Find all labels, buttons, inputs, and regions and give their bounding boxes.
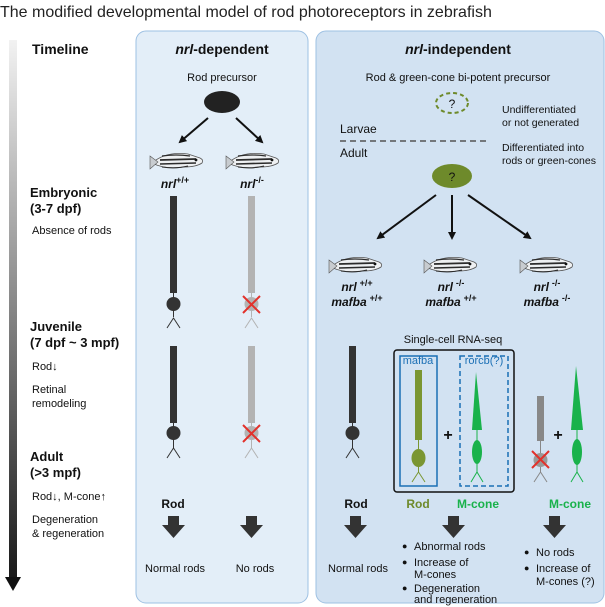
plus-sign-right: + — [553, 427, 562, 444]
genotype-fish1-nrl: nrl+/+ — [341, 278, 372, 294]
stage-adult-note-1: Rod↓, M-cone↑ — [32, 491, 106, 503]
mcone-cell-in-box — [470, 372, 484, 483]
bipotent-precursor-larvae — [435, 92, 469, 114]
cross-mark — [242, 295, 261, 314]
stage-juvenile-note-3: remodeling — [32, 398, 86, 410]
outcome-normal-rods: Normal rods — [145, 563, 205, 575]
genotype-fish2-nrl: nrl-/- — [438, 278, 465, 294]
arrow-to-fish-3 — [467, 194, 532, 240]
label-rod-dependent: Rod — [161, 497, 184, 511]
arrow-to-fish-1 — [376, 194, 437, 240]
rod-cell-independent-wt — [345, 346, 360, 459]
outcome-middle-2: Increase of — [414, 557, 469, 569]
timeline-heading: Timeline — [32, 41, 89, 57]
cross-mark — [531, 450, 550, 469]
outcome-right-2: Increase of — [536, 563, 591, 575]
bullet-4: ● — [524, 547, 529, 557]
stage-embryonic-range: (3-7 dpf) — [30, 201, 81, 216]
adult-note-2: rods or green-cones — [502, 155, 596, 167]
mcone-cell-double-ko — [570, 366, 584, 483]
cross-mark — [242, 424, 261, 443]
figure-title: The modified developmental model of rod … — [0, 4, 492, 21]
timeline-bar — [9, 40, 17, 577]
arrow-to-wt-fish — [178, 117, 209, 144]
stage-adult-range: (>3 mpf) — [30, 465, 81, 480]
question-mark-larvae: ? — [449, 97, 456, 111]
dependent-header: nrl-dependent — [175, 41, 269, 57]
outcome-middle-5: and regeneration — [414, 594, 497, 606]
mafba-label: mafba — [403, 355, 434, 367]
stage-embryonic-note: Absence of rods — [32, 225, 112, 237]
label-rod-independent-wt: Rod — [344, 497, 367, 511]
genotype-nrl-ko: nrl-/- — [240, 175, 264, 191]
mafba-box — [399, 355, 438, 487]
timeline-arrowhead — [5, 577, 21, 591]
stage-embryonic-name: Embryonic — [30, 185, 97, 200]
panel-nrl-independent — [315, 30, 605, 604]
bipotent-precursor-adult — [432, 164, 472, 188]
rod-cell-ko-juvenile — [242, 346, 261, 459]
stage-juvenile-name: Juvenile — [30, 319, 82, 334]
bullet-2: ● — [402, 557, 407, 567]
outcome-middle-4: Degeneration — [414, 583, 480, 595]
stage-juvenile-range: (7 dpf ~ 3 mpf) — [30, 335, 119, 350]
larvae-note-1: Undifferentiated — [502, 104, 576, 116]
rod-cell-green — [411, 370, 426, 483]
rod-precursor-label: Rod precursor — [187, 72, 257, 84]
bullet-1: ● — [402, 541, 407, 551]
stage-juvenile-note-2: Retinal — [32, 384, 66, 396]
larvae-label: Larvae — [340, 122, 377, 136]
genotype-fish3-mafba: mafba-/- — [524, 293, 571, 309]
down-arrow-independent-2 — [442, 516, 465, 538]
down-arrow-independent-3 — [543, 516, 566, 538]
rod-cell-ko-embryonic — [242, 196, 261, 329]
label-mcone-middle: M-cone — [457, 497, 499, 511]
stage-adult-note-2: Degeneration — [32, 514, 98, 526]
rorcb-label: rorcb(?) — [465, 355, 504, 367]
bullet-5: ● — [524, 563, 529, 573]
outcome-no-rods: No rods — [236, 563, 275, 575]
rod-cell-wt-juvenile — [166, 346, 181, 459]
independent-header: nrl-independent — [405, 41, 511, 57]
panel-nrl-dependent — [135, 30, 309, 604]
label-mcone-right: M-cone — [549, 497, 591, 511]
question-mark-adult: ? — [449, 170, 456, 184]
genotype-fish1-mafba: mafba+/+ — [331, 293, 382, 309]
rorcb-box — [459, 355, 509, 487]
bullet-3: ● — [402, 583, 407, 593]
genotype-fish2-mafba: mafba+/+ — [425, 293, 476, 309]
stage-adult-note-3: & regeneration — [32, 528, 104, 540]
bipotent-precursor-label: Rod & green-cone bi-potent precursor — [366, 72, 551, 84]
arrow-to-ko-fish — [235, 117, 264, 144]
stage-juvenile-note-1: Rod↓ — [32, 361, 58, 373]
adult-label: Adult — [340, 146, 368, 160]
plus-sign-middle: + — [443, 427, 452, 444]
down-arrow-dependent-2 — [240, 516, 263, 538]
down-arrow-dependent-1 — [162, 516, 185, 538]
rod-cell-wt-embryonic — [166, 196, 181, 329]
outcome-right-3: M-cones (?) — [536, 576, 595, 588]
outcome-middle-1: Abnormal rods — [414, 541, 486, 553]
down-arrow-independent-1 — [344, 516, 367, 538]
scrna-box — [393, 349, 515, 493]
label-rod-green: Rod — [406, 497, 429, 511]
outcome-independent-normal: Normal rods — [328, 563, 388, 575]
genotype-fish3-nrl: nrl-/- — [534, 278, 561, 294]
scrna-label: Single-cell RNA-seq — [404, 334, 502, 346]
adult-note-1: Differentiated into — [502, 142, 584, 154]
larvae-note-2: or not generated — [502, 117, 579, 129]
outcome-middle-3: M-cones — [414, 569, 457, 581]
rod-cell-double-ko — [531, 396, 550, 483]
genotype-nrl-wt: nrl+/+ — [161, 175, 189, 191]
outcome-right-1: No rods — [536, 547, 575, 559]
rod-precursor-cell — [204, 91, 240, 113]
stage-adult-name: Adult — [30, 449, 64, 464]
